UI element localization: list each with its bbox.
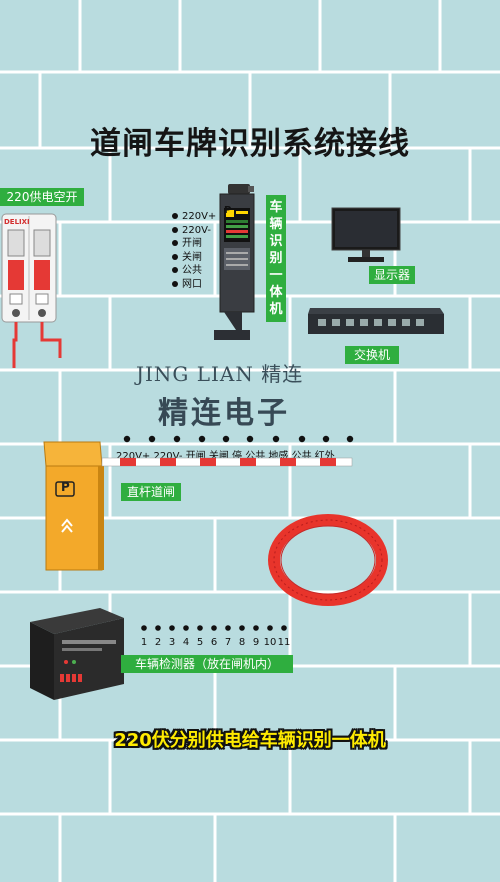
watermark-latin: JING LIAN 精连 bbox=[136, 362, 304, 386]
detector-pin-dots bbox=[141, 625, 287, 631]
circuit-breaker bbox=[1, 213, 62, 368]
barrier-parking-sign: P bbox=[61, 480, 70, 494]
terminal-label: 220V+ bbox=[116, 451, 151, 462]
pin-number: 5 bbox=[196, 637, 204, 648]
straight-arm-barrier-gate bbox=[43, 441, 353, 571]
red-cable-coil bbox=[268, 514, 388, 606]
watermark-chinese: 精连电子 bbox=[158, 396, 290, 431]
detector-label: 车辆检测器（放在闸机内） bbox=[121, 655, 293, 673]
switch-label: 交换机 bbox=[345, 346, 399, 364]
terminal-label: 开闸 bbox=[185, 451, 206, 462]
terminal-item: 关闸 bbox=[172, 251, 232, 265]
barrier-terminal-dots bbox=[123, 435, 354, 443]
pin-number: 11 bbox=[277, 637, 291, 648]
terminal-label: 红外 bbox=[314, 451, 335, 462]
pin-number: 3 bbox=[168, 637, 176, 648]
pin-number: 8 bbox=[238, 637, 246, 648]
network-switch bbox=[308, 308, 444, 334]
lpr-terminal-list: 220V+ 220V- 开闸 关闸 公共 网口 bbox=[172, 210, 232, 292]
bottom-caption: 220伏分别供电给车辆识别一体机 bbox=[114, 730, 386, 751]
terminal-label: 关闸 bbox=[208, 451, 229, 462]
terminal-item: 开闸 bbox=[172, 237, 232, 251]
vehicle-loop-detector bbox=[30, 608, 124, 700]
lpr-parking-sign: P bbox=[224, 205, 232, 216]
lpr-unit-label: 车辆识别一体机 bbox=[266, 195, 286, 322]
monitor-label: 显示器 bbox=[369, 266, 415, 284]
terminal-item: 220V+ bbox=[172, 210, 232, 224]
terminal-label: 公共 bbox=[245, 451, 266, 462]
diagram-title: 道闸车牌识别系统接线 bbox=[90, 126, 410, 162]
terminal-label: 停 bbox=[232, 451, 243, 462]
pin-number: 7 bbox=[224, 637, 232, 648]
lpr-all-in-one-unit bbox=[214, 184, 255, 340]
pin-number: 4 bbox=[182, 637, 190, 648]
pin-number: 10 bbox=[263, 637, 277, 648]
terminal-label: 公共 bbox=[291, 451, 312, 462]
barrier-label: 直杆道闸 bbox=[121, 483, 181, 501]
terminal-item: 公共 bbox=[172, 264, 232, 278]
pin-number: 9 bbox=[252, 637, 260, 648]
pin-number: 1 bbox=[140, 637, 148, 648]
pin-number: 2 bbox=[154, 637, 162, 648]
breaker-brand: DELIXI bbox=[4, 218, 30, 226]
terminal-label: 地感 bbox=[268, 451, 289, 462]
breaker-label: 220供电空开 bbox=[0, 188, 84, 206]
pin-number: 6 bbox=[210, 637, 218, 648]
barrier-terminal-list: 220V+ 220V- 开闸 关闸 停 公共 地感 公共 红外 bbox=[116, 447, 335, 462]
detector-pin-numbers: 1 2 3 4 5 6 7 8 9 10 11 bbox=[137, 637, 291, 648]
terminal-item: 网口 bbox=[172, 278, 232, 292]
monitor-display bbox=[331, 207, 401, 262]
terminal-label: 220V- bbox=[153, 451, 183, 462]
terminal-item: 220V- bbox=[172, 224, 232, 238]
